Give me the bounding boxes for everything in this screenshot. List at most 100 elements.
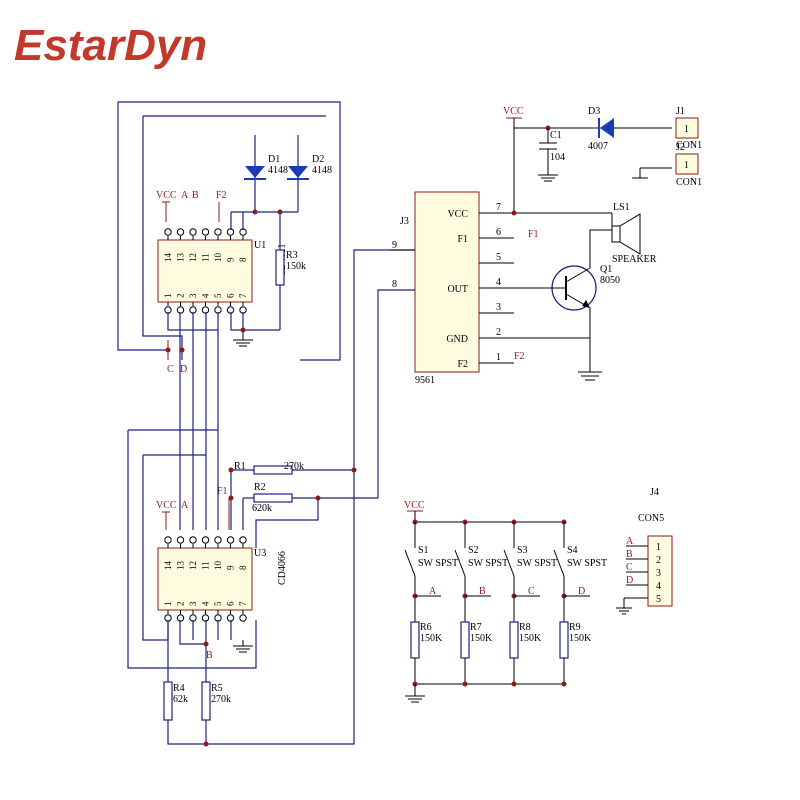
- j3-pin-name: F1: [457, 234, 468, 245]
- resistor-r1: R1 270k: [234, 461, 304, 475]
- connector-j1-con: CON1: [676, 140, 702, 151]
- chip-u3-part: CD4066: [277, 551, 288, 585]
- resistor-r4: R4 62k: [163, 681, 188, 721]
- j3-pin-name: VCC: [447, 209, 468, 220]
- resistor-r3-value: 150k: [286, 261, 306, 272]
- vcc-switches-label: VCC: [404, 500, 425, 511]
- u1-pin-number: 11: [201, 253, 211, 262]
- resistor-r2-value: 620k: [252, 503, 272, 514]
- chip-j3-body: [414, 191, 480, 373]
- u3-pin-number: 14: [163, 561, 173, 571]
- connector-j2-ref: J2: [676, 142, 685, 153]
- u1-pin-number: 6: [226, 293, 236, 298]
- ground-symbol-u3: [233, 640, 253, 653]
- resistor-r8-ref: R8: [519, 622, 531, 633]
- chip-u1-body: [157, 239, 253, 303]
- switch-4-ref: S4: [567, 545, 578, 556]
- chip-u1-ref: U1: [254, 240, 266, 251]
- diode-d1: D1 4148: [244, 154, 288, 180]
- chip-j3-pin9: 9: [392, 240, 397, 251]
- resistor-r8: [509, 621, 519, 659]
- u1-pin-number: 9: [226, 257, 236, 262]
- resistor-r6-ref: R6: [420, 622, 432, 633]
- j3-f1-net-label: F1: [528, 229, 539, 240]
- resistor-r1-value: 270k: [284, 461, 304, 472]
- switch-1-net: A: [429, 586, 437, 597]
- brand-logo-text: EstarDyn: [14, 21, 207, 70]
- u1-pin-top: [189, 228, 197, 236]
- transistor-q1-value: 8050: [600, 275, 620, 286]
- resistor-r3: R3 150k: [275, 249, 306, 286]
- resistor-r2: R2 620k: [252, 482, 293, 514]
- u1-pin-number: 13: [176, 253, 186, 263]
- u3-pin-number: 11: [201, 561, 211, 570]
- j4-net-label: C: [626, 562, 633, 573]
- switch-2-type: SW SPST: [468, 558, 508, 569]
- switch-2-ref: S2: [468, 545, 479, 556]
- chip-u3-body: [157, 547, 253, 611]
- j4-net-label: D: [626, 575, 633, 586]
- speaker-ls1-ref: LS1: [613, 202, 630, 213]
- resistor-r7-ref: R7: [470, 622, 482, 633]
- j4-pin-number: 1: [656, 542, 661, 553]
- chip-j3-ref: J3: [400, 216, 409, 227]
- u3-pin-number: 13: [176, 561, 186, 571]
- switch-1-type: SW SPST: [418, 558, 458, 569]
- j3-pin-name: OUT: [447, 284, 468, 295]
- u3-pin-top: [164, 536, 172, 544]
- resistor-r9-value: 150K: [569, 633, 592, 644]
- connector-j4-part: CON5: [638, 513, 664, 524]
- resistor-r6-value: 150K: [420, 633, 443, 644]
- u3-pin-top: [226, 536, 235, 544]
- u3-vcc-label: VCC: [156, 500, 177, 511]
- speaker-ls1: LS1 SPEAKER: [589, 202, 657, 265]
- u3-pin-number: 1: [163, 602, 173, 607]
- j3-pin-number: 2: [496, 327, 501, 338]
- u3-a-label: A: [181, 500, 189, 511]
- resistor-r6: [410, 621, 420, 659]
- u3-pin-number: 4: [201, 601, 211, 606]
- resistor-r5-ref: R5: [211, 683, 223, 694]
- vcc-top-label: VCC: [503, 106, 524, 117]
- resistor-r9: [559, 621, 569, 659]
- connector-j1: J1 1 CON1: [675, 106, 702, 151]
- j3-pin-number: 6: [496, 227, 501, 238]
- u3-pin-top: [189, 536, 197, 544]
- j4-net-label: B: [626, 549, 633, 560]
- u3-pin-number: 12: [188, 561, 198, 570]
- resistor-r4-ref: R4: [173, 683, 185, 694]
- u3-pin-number: 2: [176, 602, 186, 607]
- u3-pin-top: [239, 536, 247, 544]
- u1-c-label: C: [167, 364, 174, 375]
- j3-f2-net-label: F2: [514, 351, 525, 362]
- connector-j1-ref: J1: [676, 106, 685, 117]
- j4-pin-number: 4: [656, 581, 661, 592]
- u1-pin-number: 8: [238, 257, 248, 262]
- switch-3-type: SW SPST: [517, 558, 557, 569]
- u1-d-label: D: [180, 364, 187, 375]
- u1-f2-label: F2: [216, 190, 227, 201]
- switch-4-type: SW SPST: [567, 558, 607, 569]
- connector-j4-ref: J4: [650, 487, 659, 498]
- connector-j2-con: CON1: [676, 177, 702, 188]
- capacitor-c1-ref: C1: [550, 130, 562, 141]
- switch-3-ref: S3: [517, 545, 528, 556]
- connector-j2: J2 1 CON1: [675, 142, 702, 188]
- u1-pin-number: 10: [213, 253, 223, 263]
- j3-pin-number: 1: [496, 352, 501, 363]
- j3-pin-number: 3: [496, 302, 501, 313]
- j4-net-label: A: [626, 536, 634, 547]
- chip-j3-part: 9561: [415, 375, 435, 386]
- u3-pin-number: 6: [226, 601, 236, 606]
- brand-logo: EstarDyn: [12, 8, 252, 78]
- j3-pin-number: 7: [496, 202, 501, 213]
- j4-pin-number: 5: [656, 594, 661, 605]
- diode-d1-ref: D1: [268, 154, 280, 165]
- u3-pin-top: [201, 536, 210, 544]
- u1-b-label: B: [192, 190, 199, 201]
- switch-3-net: C: [528, 586, 535, 597]
- resistor-r8-value: 150K: [519, 633, 542, 644]
